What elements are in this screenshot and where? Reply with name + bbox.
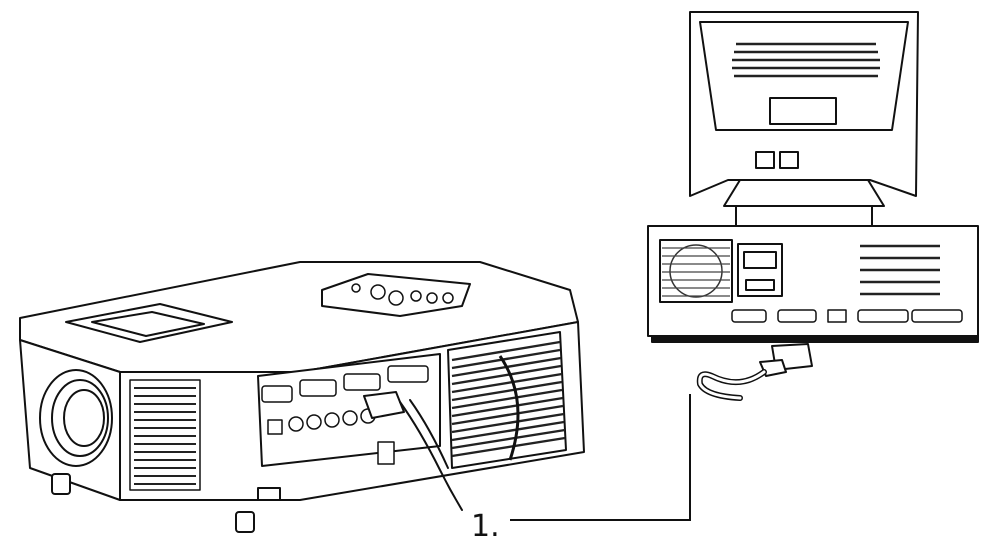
- monitor-illustration: [690, 12, 918, 226]
- computer-expansion-slots: [860, 246, 940, 294]
- serial-port-icon: [732, 310, 766, 322]
- usb-port-icon: [828, 310, 846, 322]
- power-button-icon: [371, 285, 385, 299]
- computer-base-stripe: [652, 336, 978, 342]
- projector-foot: [52, 474, 70, 494]
- computer-illustration: [648, 226, 978, 342]
- parallel-port-icon: [912, 310, 962, 322]
- menu-button-icon: [389, 291, 403, 305]
- monitor-label-plate: [770, 98, 836, 124]
- monitor-stand: [724, 180, 884, 206]
- vga-cable: [400, 344, 812, 510]
- panel-button-icon: [443, 293, 453, 303]
- rgb-out-port-icon: [344, 374, 380, 390]
- projector-foot: [258, 488, 280, 500]
- projector-illustration: [20, 262, 584, 532]
- parallel-port-icon: [858, 310, 908, 322]
- av-jack-icon: [289, 417, 303, 431]
- projector-plug: [364, 392, 404, 418]
- av-jack-icon: [325, 413, 339, 427]
- computer-fan-icon: [660, 240, 732, 302]
- power-switch-icon: [744, 252, 776, 268]
- panel-button-icon: [427, 293, 437, 303]
- callout-leader-line: [510, 394, 690, 520]
- projector-ports: [262, 366, 428, 464]
- power-inlet-icon: [378, 442, 394, 464]
- callout-1: 1.: [471, 394, 690, 544]
- panel-button-icon: [411, 291, 421, 301]
- rgb-in-port-icon: [262, 386, 292, 402]
- monitor-vent: [732, 44, 880, 76]
- vga-port-icon: [778, 310, 816, 322]
- callout-label: 1.: [471, 509, 500, 544]
- av-jack-icon: [343, 411, 357, 425]
- power-socket-icon: [746, 280, 774, 290]
- monitor-base: [736, 206, 872, 226]
- projector-foot: [236, 512, 254, 532]
- rgb-in-2-port-icon: [300, 380, 336, 396]
- usb-port-icon: [268, 420, 282, 434]
- av-jack-icon: [307, 415, 321, 429]
- dvi-port-icon: [388, 366, 428, 382]
- indicator-icon: [352, 284, 360, 292]
- monitor-port-icon: [780, 152, 798, 168]
- monitor-port-icon: [756, 152, 774, 168]
